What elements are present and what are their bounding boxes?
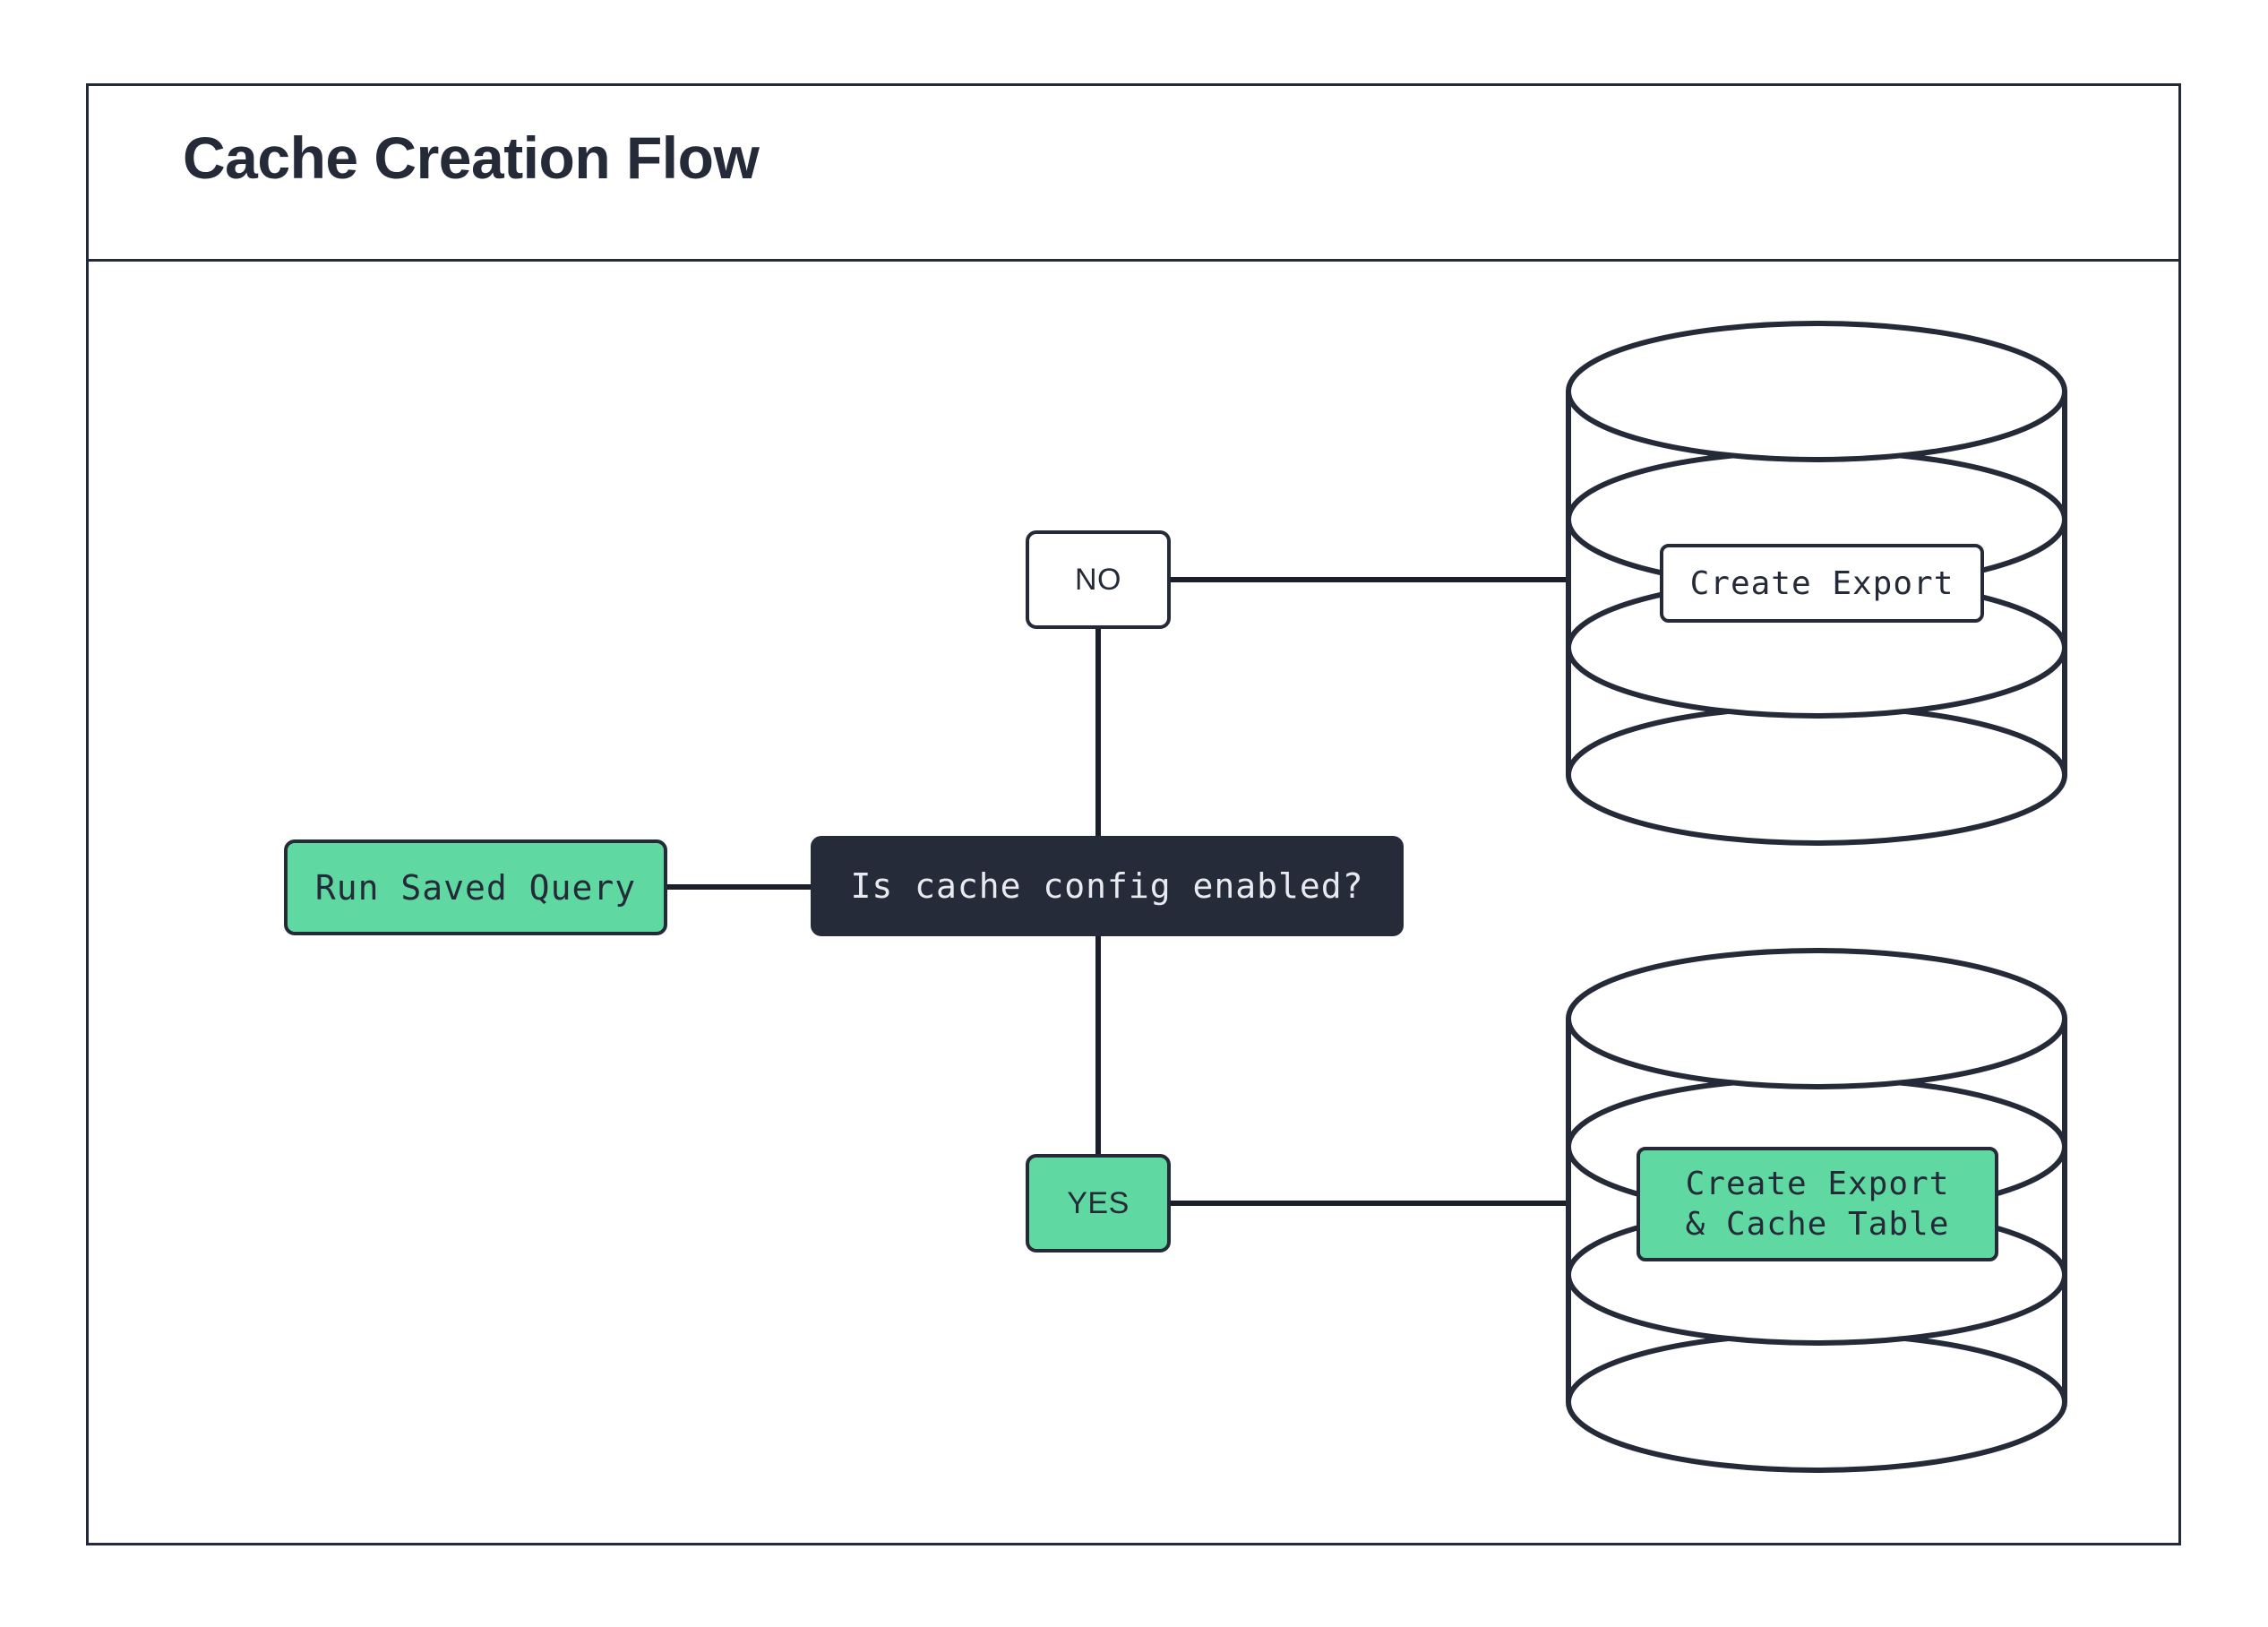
disk-1 (1566, 948, 2067, 1089)
disk-4 (1566, 704, 2067, 846)
disk-1 (1566, 321, 2067, 462)
database-cylinder-create-export (1563, 318, 2070, 848)
db-label-create-export-cache-table[interactable]: Create Export & Cache Table (1637, 1147, 1998, 1261)
node-branch-yes[interactable]: YES (1026, 1154, 1171, 1253)
db-label-create-export-text: Create Export (1689, 564, 1954, 602)
db-label-cache-line-1: Create Export (1685, 1166, 1950, 1202)
node-branch-yes-label: YES (1067, 1185, 1130, 1220)
node-decision-label: Is cache config enabled? (850, 866, 1364, 906)
node-run-saved-query[interactable]: Run Saved Query (284, 839, 667, 935)
node-branch-no[interactable]: NO (1026, 530, 1171, 629)
node-run-saved-query-label: Run Saved Query (314, 867, 637, 908)
node-is-cache-config-enabled[interactable]: Is cache config enabled? (811, 836, 1404, 936)
diagram-title: Cache Creation Flow (183, 125, 760, 191)
diagram-title-bar (86, 83, 2181, 262)
db-label-create-export[interactable]: Create Export (1660, 544, 1984, 623)
node-branch-no-label: NO (1075, 562, 1121, 597)
disk-4 (1566, 1331, 2067, 1473)
db-label-cache-line-2: & Cache Table (1685, 1206, 1950, 1243)
